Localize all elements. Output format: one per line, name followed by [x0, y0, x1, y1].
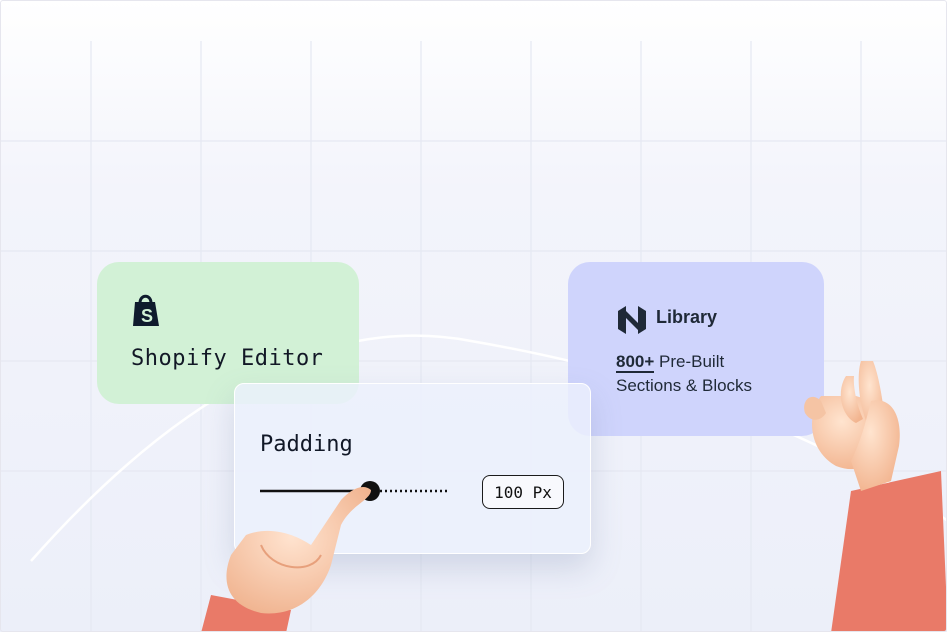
padding-control-card: Padding 100 Px: [234, 383, 591, 554]
library-line1-text: Pre-Built: [654, 352, 725, 371]
shopify-editor-title: Shopify Editor: [131, 346, 324, 371]
library-count: 800+: [616, 352, 655, 373]
padding-value-box[interactable]: 100 Px: [482, 475, 564, 509]
library-title: Library: [656, 307, 718, 327]
pointing-hand-illustration: [201, 486, 371, 631]
library-card: Library 800+ Pre-Built Sections & Blocks: [568, 262, 824, 436]
ok-hand-illustration: [804, 361, 946, 631]
svg-text:S: S: [141, 306, 153, 326]
shopify-bag-icon: S: [133, 294, 159, 326]
shopify-editor-card: S Shopify Editor: [97, 262, 359, 404]
library-logo-icon: [618, 306, 646, 334]
library-subtitle: Sections & Blocks: [616, 376, 753, 395]
padding-label: Padding: [260, 432, 353, 457]
library-count-line: 800+ Pre-Built: [616, 352, 725, 373]
